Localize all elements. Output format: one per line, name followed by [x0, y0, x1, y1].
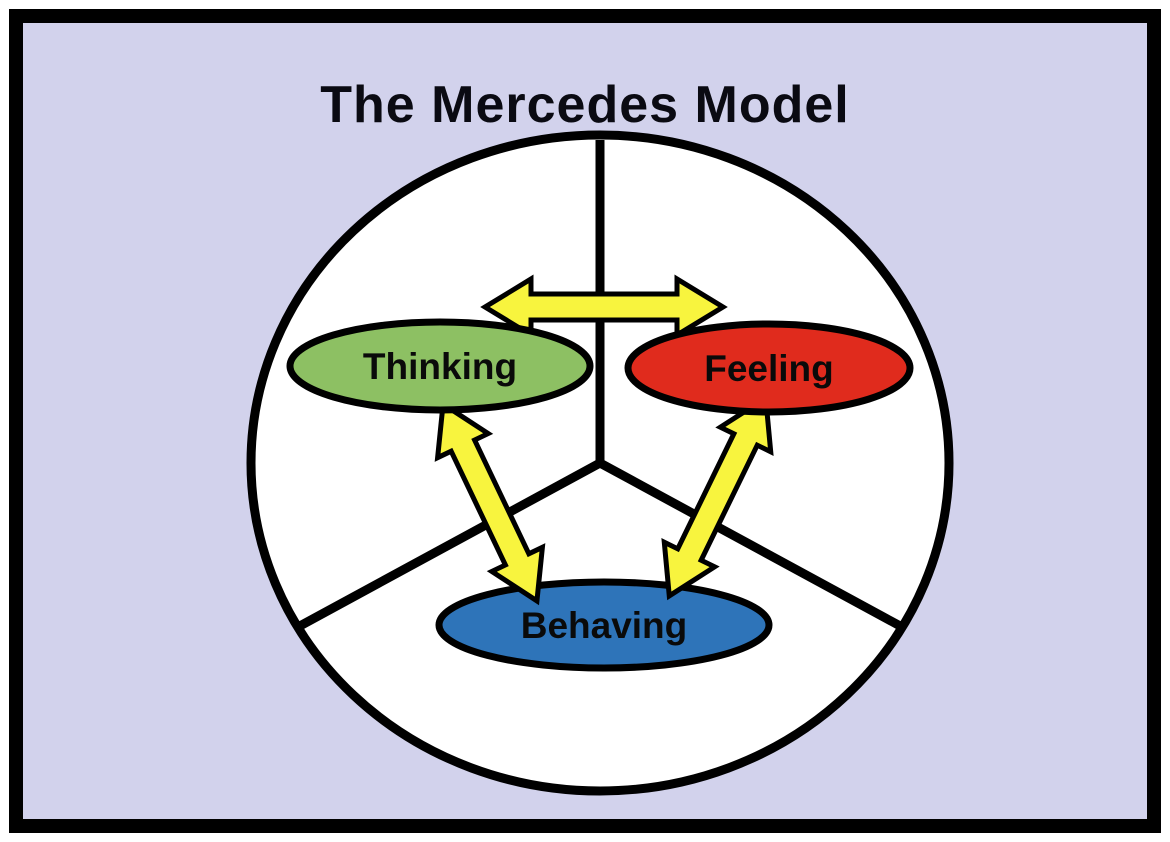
double-arrow-icon [661, 393, 774, 601]
node-feeling-label: Feeling [704, 348, 834, 389]
double-arrow-icon [434, 399, 546, 606]
node-thinking-label: Thinking [363, 346, 517, 387]
page-title: The Mercedes Model [320, 76, 849, 134]
spoke-lower-left [295, 459, 603, 631]
arrow-thinking-feeling [480, 274, 728, 340]
node-feeling [624, 320, 914, 416]
spoke-lower-right [597, 459, 905, 631]
node-behaving [435, 578, 773, 672]
arrow-feeling-behaving [661, 393, 774, 601]
node-thinking [286, 318, 594, 414]
node-behaving-label: Behaving [521, 605, 688, 646]
double-arrow-icon [480, 274, 728, 340]
arrow-thinking-behaving [434, 399, 546, 606]
